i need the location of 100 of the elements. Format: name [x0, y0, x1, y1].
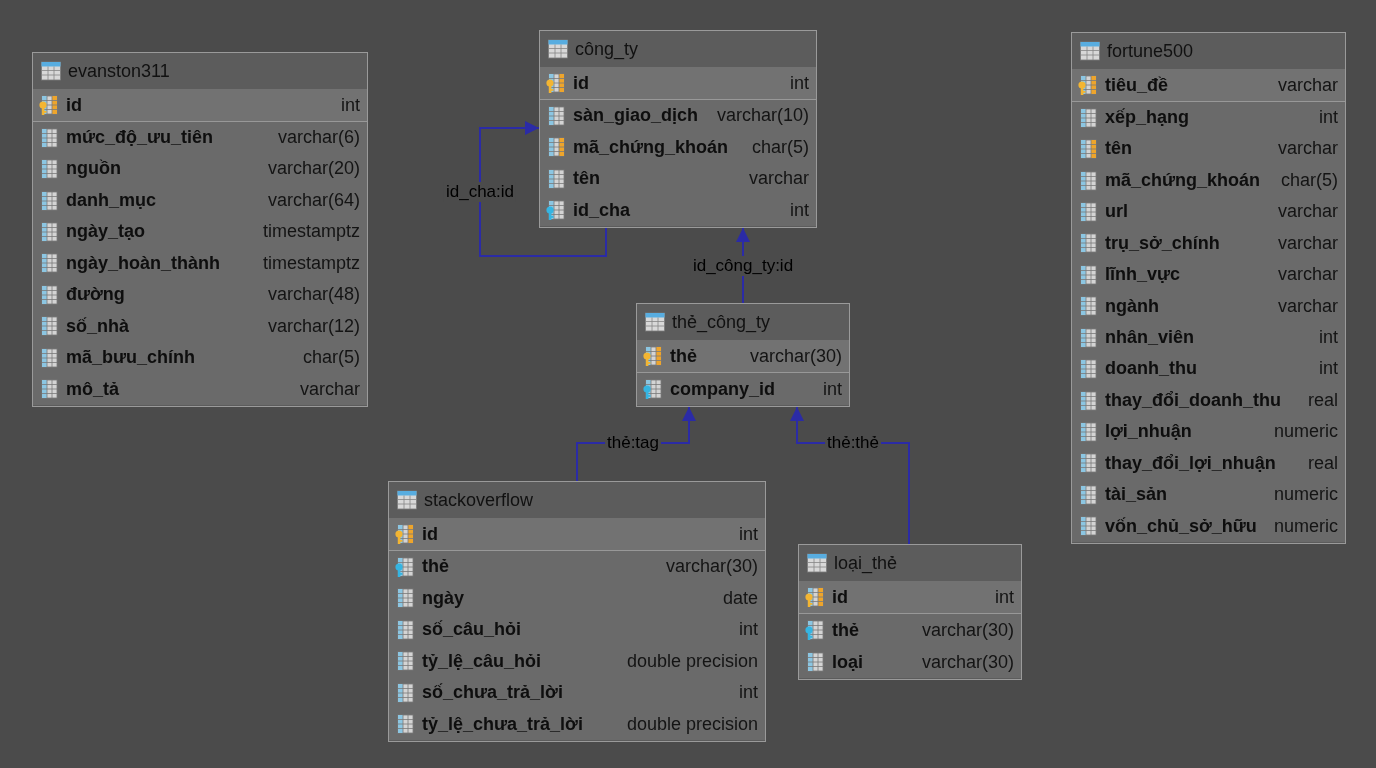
column-type: varchar(30) [921, 651, 1014, 674]
column-type: varchar [1277, 200, 1338, 224]
column-name: thay_đổi_lợi_nhuận [1105, 451, 1276, 475]
column-type: numeric [1273, 420, 1338, 444]
column-name: nhân_viên [1105, 326, 1195, 349]
column-type: int [739, 681, 758, 704]
column-name: mô_tả [66, 377, 119, 401]
column-row [799, 646, 1021, 678]
column-name: sàn_giao_dịch [573, 104, 699, 127]
column-name: id [573, 72, 589, 95]
column-name: id [422, 523, 438, 546]
column-name: tài_sản [1105, 483, 1168, 507]
column-row [637, 373, 849, 405]
database-table [636, 303, 850, 407]
column-type: real [1308, 451, 1338, 475]
column-name: thẻ [670, 345, 697, 368]
column-name: vốn_chủ_sở_hữu [1105, 514, 1257, 538]
column-name: mã_bưu_chính [66, 346, 196, 370]
column-name: nguồn [66, 157, 121, 181]
column-row [33, 373, 367, 405]
database-table [1071, 32, 1346, 544]
column-name: đường [66, 283, 125, 307]
column-name: thẻ [832, 619, 859, 642]
database-table [388, 481, 766, 742]
column-type: varchar(30) [749, 345, 842, 368]
column-type: int [823, 378, 842, 401]
database-table [32, 52, 368, 407]
column-type: real [1308, 388, 1338, 412]
key-column-row [540, 67, 816, 100]
column-row [33, 122, 367, 154]
column-name: mã_chứng_khoán [573, 135, 729, 159]
relationship-arrow [479, 121, 607, 257]
column-type: int [341, 94, 360, 117]
column-type: varchar [299, 377, 360, 401]
column-name: ngày_hoàn_thành [66, 251, 221, 275]
column-type: numeric [1273, 514, 1338, 538]
key-column-row [33, 89, 367, 122]
key-column-row [637, 340, 849, 373]
column-type: varchar(12) [267, 314, 360, 338]
column-name: ngành [1105, 294, 1159, 318]
column-name: mức_độ_ưu_tiên [66, 126, 214, 149]
column-name: tên [1105, 137, 1132, 161]
column-row [540, 194, 816, 226]
column-type: varchar(30) [665, 555, 758, 578]
column-type: timestamptz [262, 220, 360, 244]
column-type: varchar(64) [267, 188, 360, 212]
column-type: char(5) [303, 346, 360, 370]
column-type: varchar [1277, 74, 1338, 97]
column-type: varchar(6) [277, 126, 360, 149]
column-type: int [790, 198, 809, 222]
column-type: varchar(48) [267, 283, 360, 307]
key-column-row [799, 581, 1021, 614]
column-name: tên [573, 167, 600, 190]
column-name: lĩnh_vực [1105, 263, 1181, 287]
column-type: int [1319, 326, 1338, 349]
column-name: số_chưa_trả_lời [422, 681, 563, 704]
column-type: varchar [1277, 263, 1338, 287]
column-type: int [739, 523, 758, 546]
column-type: char(5) [1281, 168, 1338, 192]
column-name: doanh_thu [1105, 357, 1197, 381]
column-row [1072, 102, 1345, 134]
column-name: ngày [422, 586, 464, 610]
column-type: varchar [1277, 231, 1338, 255]
table-name: thẻ_công_ty [672, 311, 771, 335]
column-name: ngày_tạo [66, 220, 146, 244]
column-type: double precision [626, 712, 758, 736]
column-type: varchar [1277, 294, 1338, 318]
column-type: varchar [748, 167, 809, 190]
column-type: varchar(20) [267, 157, 360, 181]
column-name: company_id [670, 378, 776, 401]
column-name: trụ_sở_chính [1105, 231, 1220, 255]
column-type: numeric [1273, 483, 1338, 507]
table-name: công_ty [575, 38, 639, 62]
database-table [798, 544, 1022, 680]
column-type: varchar [1277, 137, 1338, 161]
column-name: id [832, 586, 848, 609]
column-type: int [739, 618, 758, 641]
table-name: evanston311 [68, 60, 170, 83]
column-name: thay_đổi_doanh_thu [1105, 388, 1281, 412]
column-type: varchar(30) [921, 619, 1014, 642]
column-type: date [722, 586, 758, 610]
column-name: tiêu_đề [1105, 74, 1169, 97]
column-name: mã_chứng_khoán [1105, 168, 1261, 192]
column-name: id [66, 94, 82, 117]
column-type: int [1319, 106, 1338, 129]
column-row [389, 708, 765, 740]
column-name: số_nhà [66, 314, 130, 338]
column-type: int [790, 72, 809, 95]
column-name: tỷ_lệ_câu_hỏi [422, 649, 542, 673]
column-type: timestamptz [262, 251, 360, 275]
column-name: danh_mục [66, 188, 157, 212]
column-name: thẻ [422, 555, 449, 578]
column-row [389, 551, 765, 583]
column-name: loại [832, 651, 863, 674]
column-type: char(5) [752, 135, 809, 159]
column-name: số_câu_hỏi [422, 618, 522, 641]
table-name: stackoverflow [424, 489, 534, 512]
column-type: double precision [626, 649, 758, 673]
database-table [539, 30, 817, 228]
edge-label: thẻ:tag [605, 433, 661, 453]
